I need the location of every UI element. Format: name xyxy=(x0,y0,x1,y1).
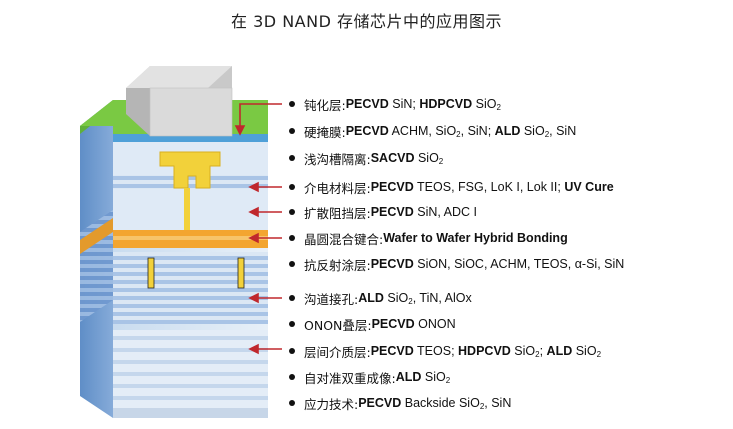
bullet-icon xyxy=(289,295,295,301)
layer-name: 浅沟槽隔离: xyxy=(304,151,371,167)
layer-name: 沟道接孔: xyxy=(304,291,359,307)
bullet-icon xyxy=(289,400,295,406)
bullet-icon xyxy=(289,209,295,215)
bullet-icon xyxy=(289,235,295,241)
layer-name: 扩散阻挡层: xyxy=(304,205,371,221)
process-techniques: PECVD SiON, SiOC, ACHM, TEOS, α-Si, SiN xyxy=(370,257,625,271)
process-label-row: 抗反射涂层: PECVD SiON, SiOC, ACHM, TEOS, α-S… xyxy=(289,254,624,274)
block-front-face xyxy=(113,100,268,418)
process-techniques: PECVD SiN; HDPCVD SiO2 xyxy=(345,96,501,112)
process-label-row: 介电材料层: PECVD TEOS, FSG, LoK I, Lok II; U… xyxy=(289,177,614,197)
top-gray-block xyxy=(126,66,233,137)
layer-name: 应力技术: xyxy=(304,396,359,412)
block-side-face xyxy=(80,100,113,418)
process-label-row: 晶圆混合键合: Wafer to Wafer Hybrid Bonding xyxy=(289,228,568,248)
process-techniques: PECVD Backside SiO2, SiN xyxy=(358,395,512,411)
process-techniques: SACVD SiO2 xyxy=(370,150,444,166)
process-techniques: ALD SiO2 xyxy=(395,369,451,385)
metal-interconnect xyxy=(147,151,245,289)
process-label-row: 应力技术: PECVD Backside SiO2, SiN xyxy=(289,393,511,413)
page-title: 在 3D NAND 存储芯片中的应用图示 xyxy=(231,12,502,31)
layer-name: 介电材料层: xyxy=(304,180,371,196)
layer-name: 硬掩膜: xyxy=(304,124,346,140)
process-techniques: Wafer to Wafer Hybrid Bonding xyxy=(383,231,568,245)
process-label-row: 硬掩膜: PECVD ACHM, SiO2, SiN; ALD SiO2, Si… xyxy=(289,121,576,141)
process-label-row: 自对准双重成像: ALD SiO2 xyxy=(289,367,450,387)
process-techniques: PECVD ACHM, SiO2, SiN; ALD SiO2, SiN xyxy=(345,123,577,139)
process-techniques: PECVD TEOS; HDPCVD SiO2; ALD SiO2 xyxy=(370,343,602,359)
process-techniques: ALD SiO2, TiN, AlOx xyxy=(358,290,472,306)
process-label-row: 扩散阻挡层: PECVD SiN, ADC I xyxy=(289,202,477,222)
bullet-icon xyxy=(289,184,295,190)
layer-name: 层间介质层: xyxy=(304,344,371,360)
bullet-icon xyxy=(289,101,295,107)
process-techniques: PECVD SiN, ADC I xyxy=(370,205,478,219)
bullet-icon xyxy=(289,374,295,380)
bullet-icon xyxy=(289,128,295,134)
bullet-icon xyxy=(289,261,295,267)
leader-arrows xyxy=(234,103,282,355)
layer-name: 晶圆混合键合: xyxy=(304,231,384,247)
layer-name: ONON叠层: xyxy=(304,317,372,333)
layer-name: 钝化层: xyxy=(304,97,346,113)
process-techniques: PECVD ONON xyxy=(371,317,456,331)
process-label-row: 浅沟槽隔离: SACVD SiO2 xyxy=(289,148,443,168)
process-techniques: PECVD TEOS, FSG, LoK I, Lok II; UV Cure xyxy=(370,180,614,194)
process-label-row: 层间介质层: PECVD TEOS; HDPCVD SiO2; ALD SiO2 xyxy=(289,341,601,361)
process-label-row: 钝化层: PECVD SiN; HDPCVD SiO2 xyxy=(289,94,501,114)
layer-name: 自对准双重成像: xyxy=(304,370,396,386)
process-label-row: ONON叠层: PECVD ONON xyxy=(289,314,456,334)
bullet-icon xyxy=(289,348,295,354)
layer-name: 抗反射涂层: xyxy=(304,257,371,273)
process-label-row: 沟道接孔: ALD SiO2, TiN, AlOx xyxy=(289,288,472,308)
bullet-icon xyxy=(289,155,295,161)
bullet-icon xyxy=(289,321,295,327)
